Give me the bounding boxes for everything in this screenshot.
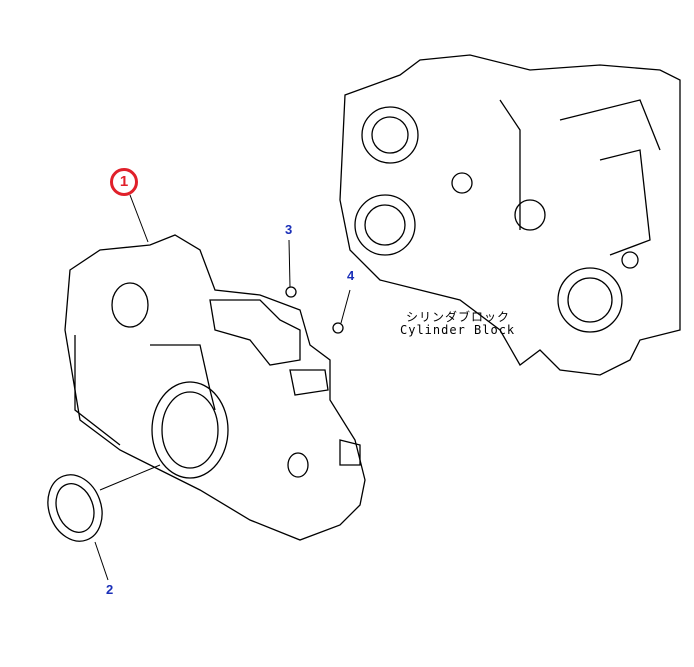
- bolt-3-drawing: [285, 286, 297, 298]
- front-cover-drawing: [64, 234, 366, 541]
- cylinder-block-label-jp: シリンダブロック: [406, 310, 511, 324]
- callout-part-3[interactable]: 3: [285, 222, 293, 237]
- oil-seal-drawing: [47, 474, 103, 542]
- cylinder-block-drawing: [339, 54, 681, 376]
- callout-part-4[interactable]: 4: [347, 268, 355, 283]
- callout-part-2[interactable]: 2: [106, 582, 114, 597]
- callout-part-1[interactable]: 1: [110, 168, 138, 196]
- bolt-4-drawing: [332, 322, 344, 334]
- cylinder-block-label-en: Cylinder Block: [400, 323, 516, 337]
- leader-lines: [94, 194, 351, 581]
